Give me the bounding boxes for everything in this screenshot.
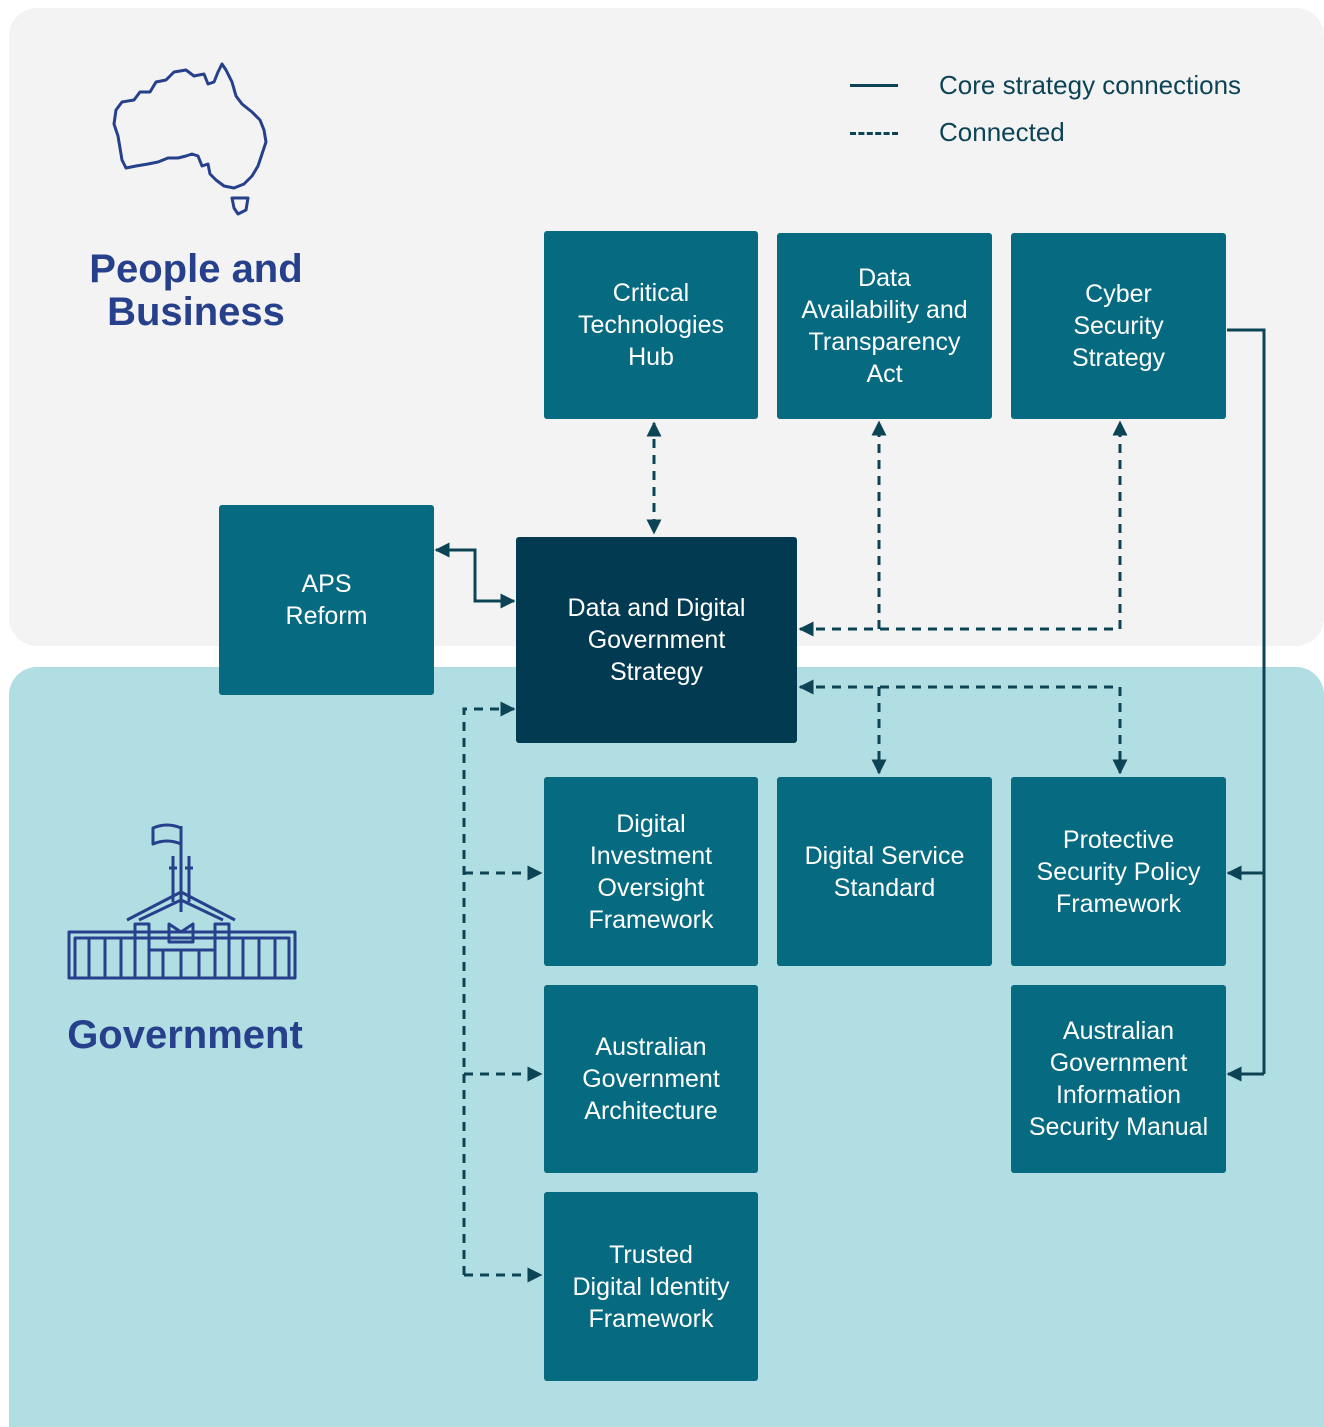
node-australian-government-architecture: Australian Government Architecture bbox=[544, 985, 758, 1173]
node-aps-reform: APS Reform bbox=[219, 505, 434, 695]
legend-dashed-line bbox=[850, 132, 898, 135]
node-cyber-security-strategy: Cyber Security Strategy bbox=[1011, 233, 1226, 419]
government-title: Government bbox=[67, 1013, 303, 1057]
connector-cyber-security-spine bbox=[1227, 328, 1266, 1074]
australia-map-icon bbox=[112, 62, 268, 216]
node-trusted-digital-identity-framework: Trusted Digital Identity Framework bbox=[544, 1192, 758, 1381]
node-information-security-manual: Australian Government Information Securi… bbox=[1011, 985, 1226, 1173]
node-data-availability-act: Data Availability and Transparency Act bbox=[777, 233, 992, 419]
legend-dashed-label: Connected bbox=[939, 117, 1065, 147]
node-digital-investment-oversight-framework: Digital Investment Oversight Framework bbox=[544, 777, 758, 966]
legend-solid-line bbox=[850, 84, 898, 87]
node-data-and-digital-government-strategy: Data and Digital Government Strategy bbox=[516, 537, 797, 743]
parliament-house-icon bbox=[67, 823, 297, 980]
node-protective-security-policy-framework: Protective Security Policy Framework bbox=[1011, 777, 1226, 966]
node-critical-technologies-hub: Critical Technologies Hub bbox=[544, 231, 758, 419]
node-digital-service-standard: Digital Service Standard bbox=[777, 777, 992, 966]
people-and-business-title: People and Business bbox=[89, 247, 303, 334]
connector-aps-reform bbox=[434, 542, 516, 609]
connector-left-spine bbox=[462, 701, 516, 1275]
legend-solid-label: Core strategy connections bbox=[939, 70, 1242, 100]
